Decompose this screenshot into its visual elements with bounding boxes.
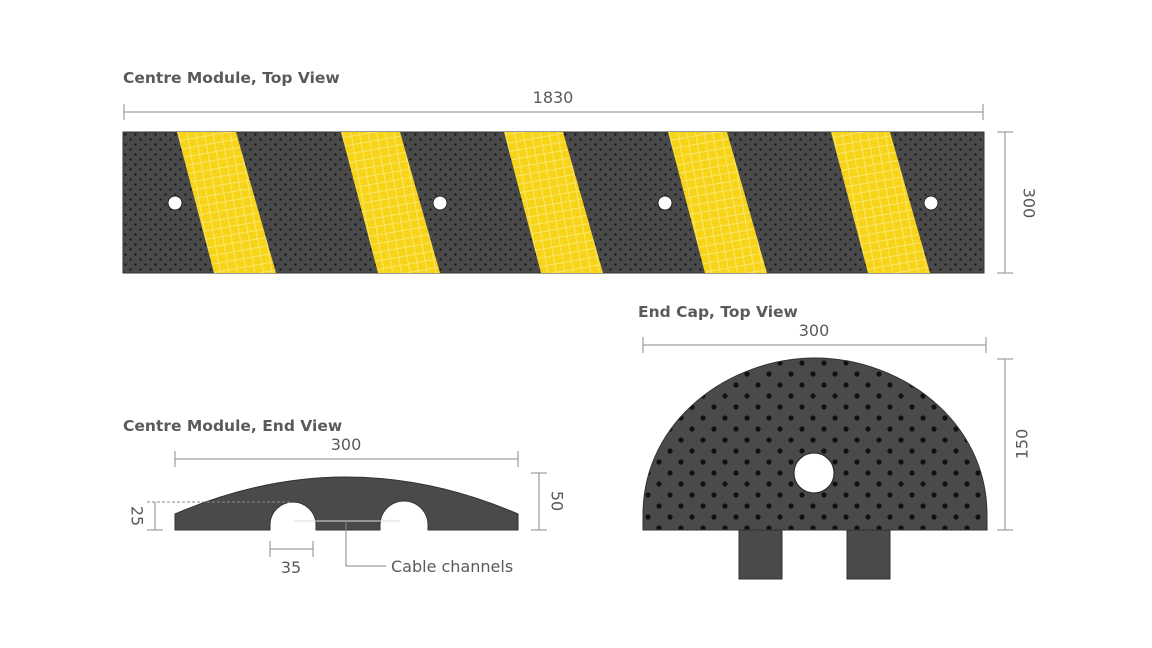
endcap-title: End Cap, Top View bbox=[638, 303, 798, 321]
bolt-hole bbox=[657, 195, 673, 211]
stripe bbox=[341, 132, 440, 273]
length-dimension: 1830 bbox=[123, 88, 984, 120]
height-dimension: 50 bbox=[531, 472, 567, 531]
endcap-top-view: End Cap, Top View 300 150 bbox=[638, 303, 1032, 580]
bolt-hole bbox=[432, 195, 448, 211]
bolt-holes bbox=[167, 195, 939, 211]
end-width-dimension: 300 bbox=[174, 435, 519, 467]
channel-dim-label: 35 bbox=[281, 558, 301, 577]
endcap-width-label: 300 bbox=[799, 321, 830, 340]
width-dimension: 300 bbox=[997, 131, 1039, 274]
stripe bbox=[831, 132, 930, 273]
endcap-tab bbox=[846, 528, 891, 580]
channel-dimension: 35 bbox=[269, 541, 314, 577]
yellow-stripes bbox=[177, 132, 930, 273]
centre-top-view: Centre Module, Top View 1830 300 bbox=[122, 69, 1039, 274]
cable-channels-callout: Cable channels bbox=[345, 521, 513, 576]
endcap-width-dimension: 300 bbox=[642, 321, 987, 353]
height-dim-label: 50 bbox=[548, 491, 567, 511]
width-dim-label: 300 bbox=[1020, 188, 1039, 219]
centre-end-title: Centre Module, End View bbox=[123, 417, 342, 435]
endcap-height-dimension: 150 bbox=[997, 358, 1032, 531]
edge-dim-label: 25 bbox=[128, 506, 147, 526]
bolt-hole bbox=[923, 195, 939, 211]
stripe bbox=[177, 132, 276, 273]
end-width-label: 300 bbox=[331, 435, 362, 454]
stripe bbox=[504, 132, 603, 273]
edge-dimension: 25 bbox=[128, 501, 290, 531]
endcap-bolt-hole bbox=[793, 452, 835, 494]
callout-label: Cable channels bbox=[391, 557, 513, 576]
endcap-tab bbox=[738, 528, 783, 580]
bolt-hole bbox=[167, 195, 183, 211]
length-dim-label: 1830 bbox=[533, 88, 574, 107]
centre-top-title: Centre Module, Top View bbox=[123, 69, 340, 87]
centre-end-view: Centre Module, End View 300 50 25 bbox=[123, 417, 567, 577]
endcap-tabs bbox=[738, 528, 891, 580]
endcap-height-label: 150 bbox=[1013, 429, 1032, 460]
end-profile bbox=[174, 476, 519, 531]
endcap-body bbox=[642, 357, 988, 531]
stripe bbox=[668, 132, 767, 273]
